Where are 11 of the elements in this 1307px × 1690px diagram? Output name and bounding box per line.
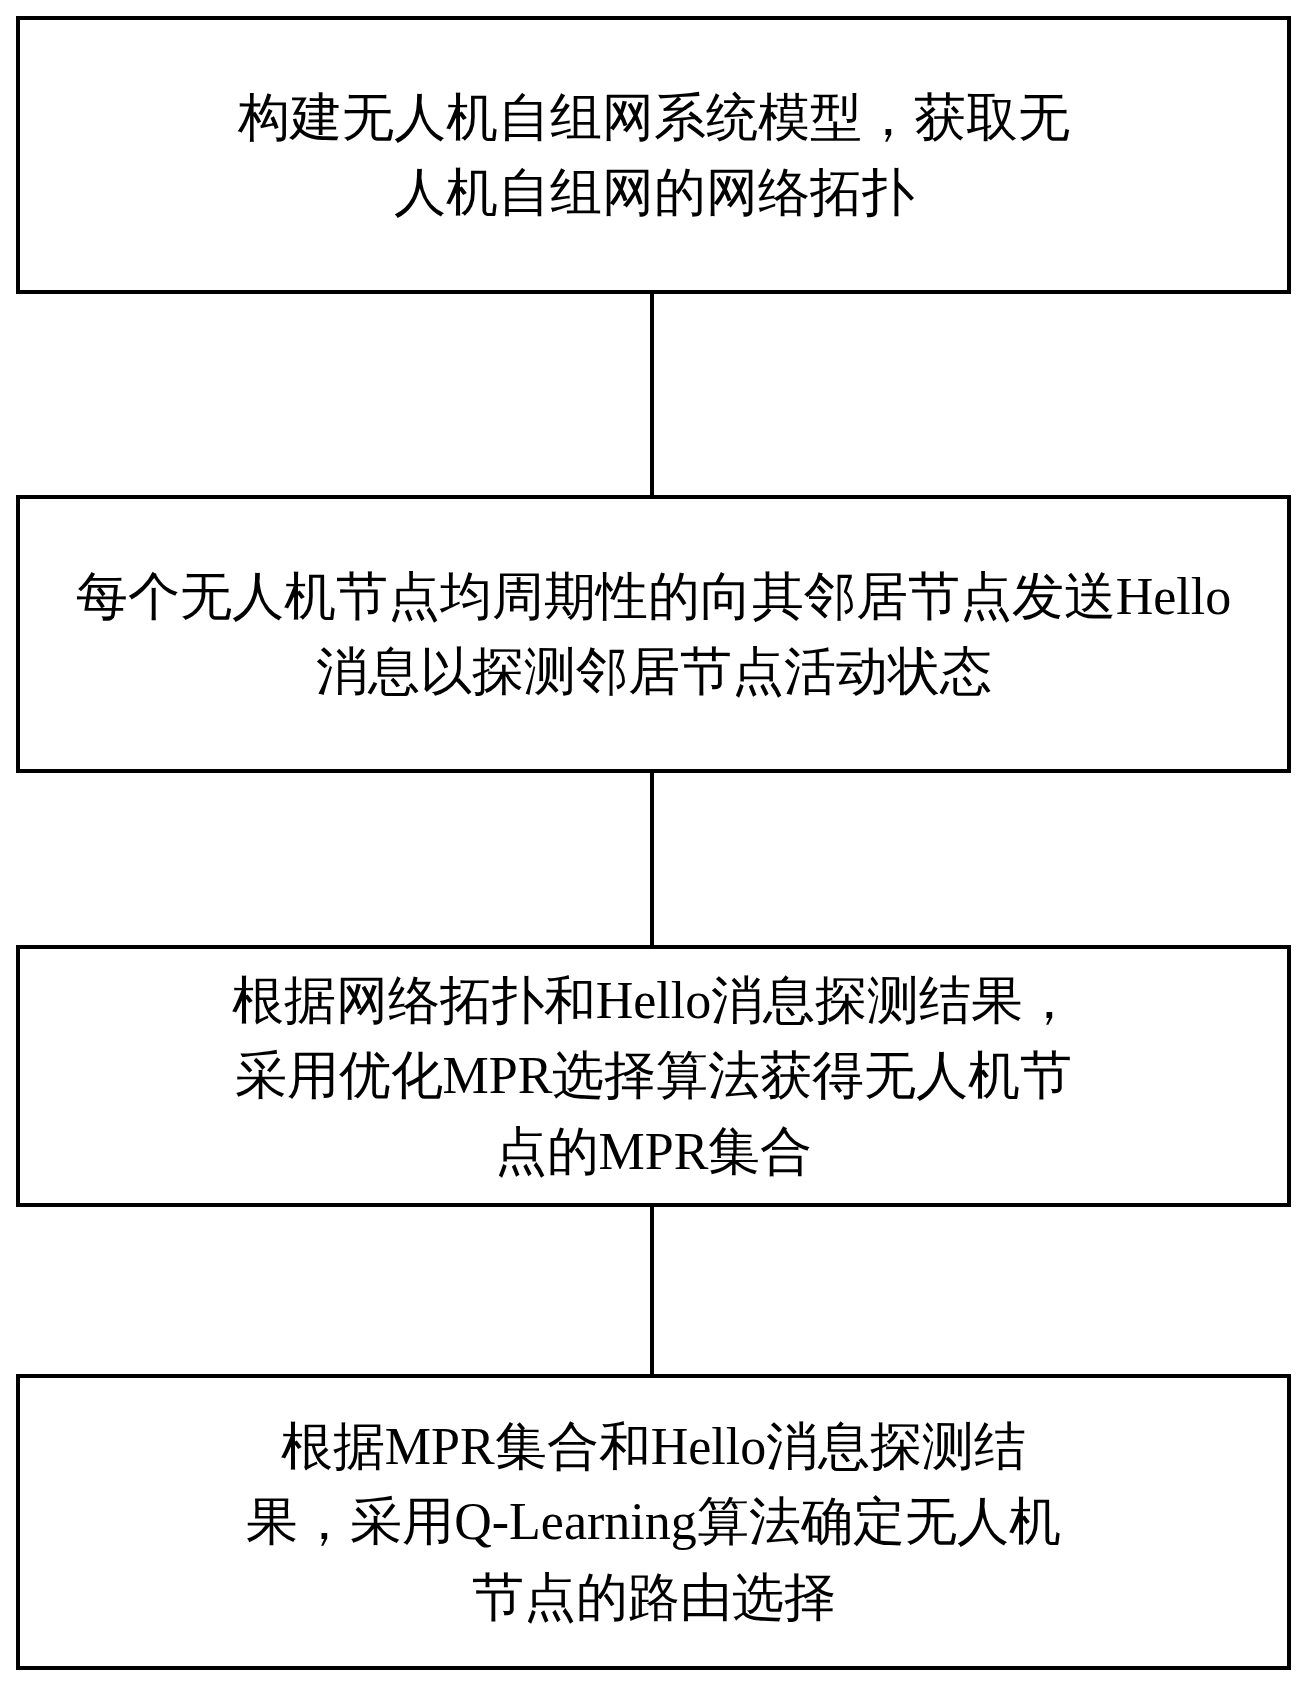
connector-line [650,294,654,495]
step-text: 根据MPR集合和Hello消息探测结果，采用Q-Learning算法确定无人机节点的路由选择 [245,1416,1062,1628]
process-box [16,16,1291,294]
connector-line [650,1207,654,1374]
process-box [16,945,1291,1207]
process-box [16,495,1291,773]
step-text: 根据网络拓扑和Hello消息探测结果，采用优化MPR选择算法获得无人机节点的MPR集合 [230,970,1077,1182]
step-text: 每个无人机节点均周期性的向其邻居节点发送Hello消息以探测邻居节点活动状态 [74,566,1233,702]
process-box [16,1374,1291,1670]
connector-line [650,773,654,945]
step-text: 构建无人机自组网系统模型，获取无人机自组网的网络拓扑 [236,87,1071,223]
